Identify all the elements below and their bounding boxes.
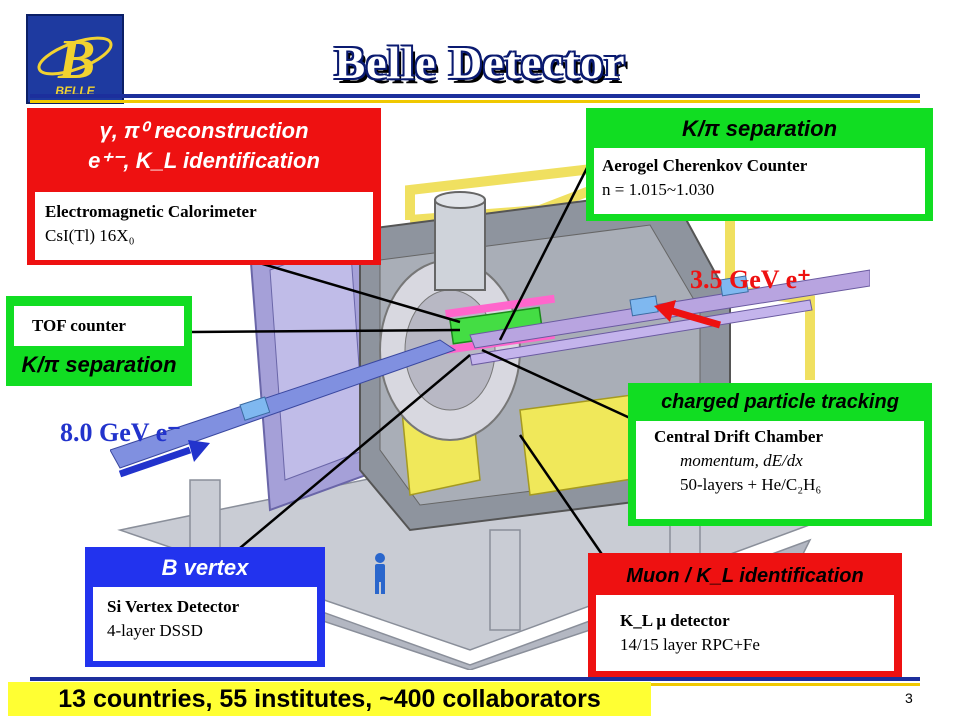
tof-role: K/π separation [21,352,177,377]
tof-info: TOF counter [14,306,184,346]
vertex-detector-detail: 4-layer DSSD [107,621,203,640]
muon-detector-detail: 14/15 layer RPC+Fe [620,635,760,654]
person-silhouette [375,553,385,594]
aerogel-detail: n = 1.015~1.030 [602,180,715,199]
aerogel-box: K/π separation Aerogel Cherenkov Counter… [586,108,933,221]
calorimeter-role-line1: γ, π⁰ reconstruction [99,118,309,143]
drift-chamber-role: charged particle tracking [661,391,899,413]
vertex-detector-role: B vertex [161,555,249,580]
muon-detector-name: K_L μ detector [620,611,730,630]
drift-chamber-name: Central Drift Chamber [654,427,824,446]
drift-chamber-detail2: 50-layers + He/C₂H₆ [680,475,822,494]
collaboration-footer: 13 countries, 55 institutes, ~400 collab… [8,682,651,716]
aerogel-role: K/π separation [681,116,838,141]
positron-beam-arrow [654,300,721,329]
muon-detector-role: Muon / K_L identification [626,565,864,587]
drift-chamber-info: Central Drift Chamber momentum, dE/dx 50… [636,421,924,519]
page-title: Belle Detector [334,37,626,88]
calorimeter-name: Electromagnetic Calorimeter [45,202,257,221]
top-rule-gold [30,100,920,103]
vertex-detector-box: B vertex Si Vertex Detector 4-layer DSSD [85,547,325,667]
bottom-rule-blue [30,677,920,681]
pointer-acc [498,161,592,341]
pointer-tof [191,328,461,334]
aerogel-name: Aerogel Cherenkov Counter [602,156,808,175]
muon-detector-info: K_L μ detector 14/15 layer RPC+Fe [596,595,894,671]
tof-name: TOF counter [32,316,126,335]
drift-chamber-box: charged particle tracking Central Drift … [628,383,932,526]
tof-box: TOF counter K/π separation [6,296,192,386]
cryostat-tower [434,191,486,291]
belle-logo-mark: B [37,29,113,91]
page-number: 3 [905,690,913,706]
electron-beam-arrow [118,440,210,478]
vertex-detector-name: Si Vertex Detector [107,597,240,616]
top-rule-blue [30,94,920,98]
aerogel-info: Aerogel Cherenkov Counter n = 1.015~1.03… [594,148,925,214]
svg-text:B: B [57,29,95,91]
electron-beam-label: 8.0 GeV e⁻ [60,418,181,447]
pointer-svd [239,354,471,549]
calorimeter-detail: CsI(Tl) 16X₀ [45,226,135,245]
drift-chamber-detail1: momentum, dE/dx [680,451,803,470]
pointer-cdc [481,348,631,420]
pointer-klm [518,434,612,567]
positron-beam-label: 3.5 GeV e⁺ [690,265,811,294]
vertex-detector-info: Si Vertex Detector 4-layer DSSD [93,587,317,661]
calorimeter-box: γ, π⁰ reconstruction e⁺⁻, K_L identifica… [27,108,381,265]
calorimeter-info: Electromagnetic Calorimeter CsI(Tl) 16X₀ [35,192,373,260]
calorimeter-role-line2: e⁺⁻, K_L identification [88,148,320,173]
muon-detector-box: Muon / K_L identification K_L μ detector… [588,553,902,678]
